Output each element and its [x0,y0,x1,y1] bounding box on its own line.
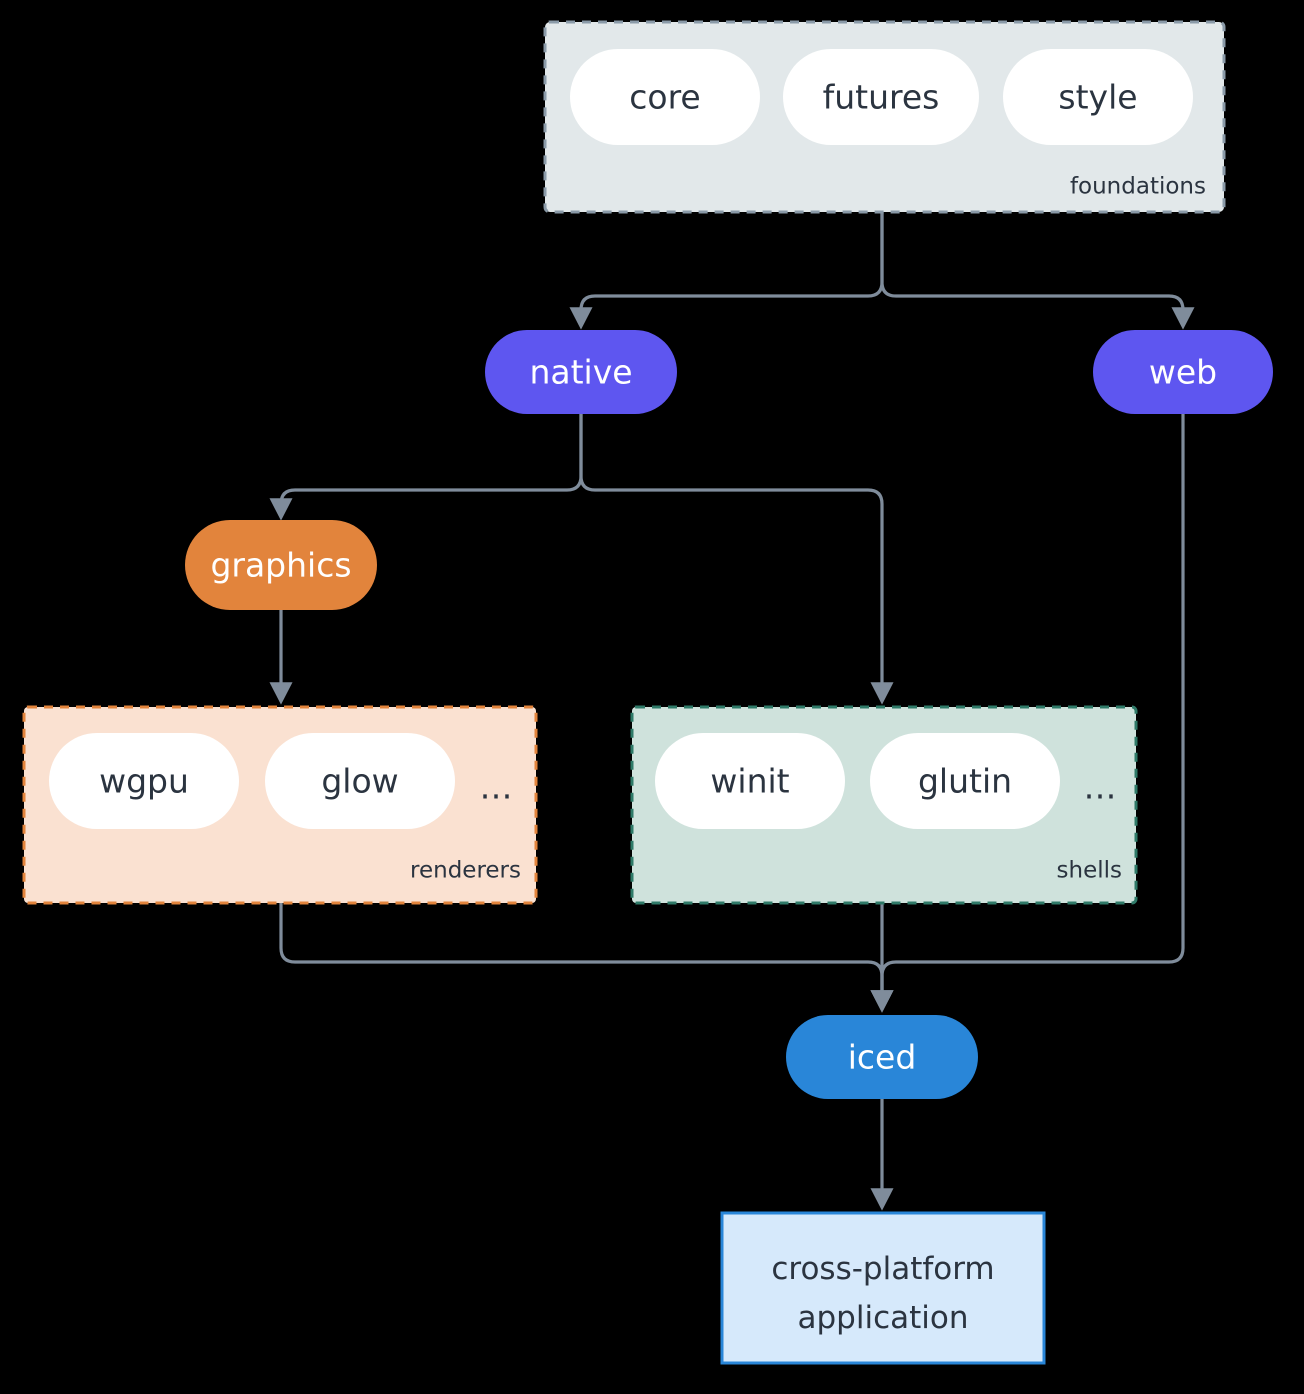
node-web[interactable]: web [1093,330,1273,414]
node-winit[interactable]: winit [655,733,845,829]
cluster-shells-label: shells [1057,858,1122,884]
node-glutin-shape [870,733,1060,829]
node-wgpu-shape [49,733,239,829]
node-glutin[interactable]: glutin [870,733,1060,829]
node-futures-shape [783,49,979,145]
edge-foundations-to-native [569,212,884,330]
node-futures-label: futures [823,78,940,117]
node-web-shape [1093,330,1273,414]
node-glutin-label: glutin [918,762,1012,801]
node-cross-platform-application[interactable]: cross-platform application [720,1211,1046,1365]
node-winit-shape [655,733,845,829]
node-glow[interactable]: glow [265,733,455,829]
node-core-label: core [629,78,700,117]
shells-ellipsis: … [1084,768,1117,807]
cluster-renderers: wgpu glow … renderers [22,705,538,905]
node-wgpu-label: wgpu [99,762,189,801]
output-box-line2: application [798,1300,969,1336]
node-wgpu[interactable]: wgpu [49,733,239,829]
node-iced[interactable]: iced [786,1015,978,1099]
edge-foundations-to-web [880,212,1195,330]
node-native-label: native [529,353,632,392]
edge-native-to-shells [579,414,894,705]
node-graphics-label: graphics [210,546,351,585]
node-style-label: style [1058,78,1137,117]
node-iced-label: iced [848,1038,917,1077]
output-box-line1: cross-platform [771,1251,994,1287]
edge-native-to-graphics [269,414,583,521]
node-winit-label: winit [710,762,789,801]
cluster-shells: winit glutin … shells [630,705,1138,905]
node-cross-platform-application-shape [720,1211,1046,1365]
node-glow-label: glow [321,762,398,801]
node-glow-shape [265,733,455,829]
node-futures[interactable]: futures [783,49,979,145]
cluster-foundations: core futures style foundations [543,20,1226,214]
node-web-label: web [1149,353,1217,392]
node-native[interactable]: native [485,330,677,414]
node-graphics-shape [185,520,377,610]
node-core[interactable]: core [570,49,760,145]
node-style-shape [1003,49,1193,145]
cluster-foundations-label: foundations [1070,174,1206,200]
node-graphics[interactable]: graphics [185,520,377,610]
edge-web-to-iced [870,414,1185,1013]
node-native-shape [485,330,677,414]
edge-renderers-to-iced [279,903,894,1013]
node-iced-shape [786,1015,978,1099]
cluster-renderers-label: renderers [410,858,521,884]
node-core-shape [570,49,760,145]
renderers-ellipsis: … [480,768,513,807]
node-style[interactable]: style [1003,49,1193,145]
edge-layer [269,212,1195,1211]
